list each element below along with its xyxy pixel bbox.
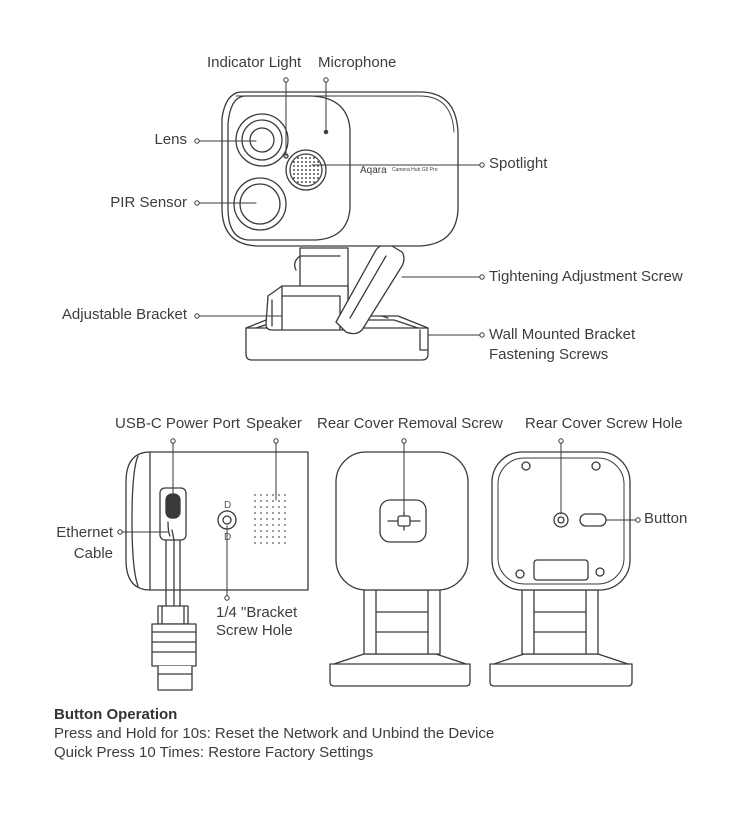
bracket-hole-label-line1: 1/4 "Bracket — [216, 604, 298, 621]
button-operation-line1: Press and Hold for 10s: Reset the Networ… — [54, 725, 495, 742]
wall-bracket-label-line1: Wall Mounted Bracket — [489, 326, 636, 343]
ethernet-label-line1: Ethernet — [56, 524, 113, 541]
usbc-port-label: USB-C Power Port — [115, 415, 241, 432]
button-operation-line2: Quick Press 10 Times: Restore Factory Se… — [54, 744, 374, 761]
rear-cover-screw-hole-label: Rear Cover Screw Hole — [525, 415, 683, 432]
side-leader-lines — [117, 438, 279, 601]
camera-body-drawing — [221, 91, 459, 247]
open-leader-lines — [558, 438, 641, 523]
lens-label: Lens — [154, 131, 187, 148]
adjustable-bracket-drawing — [265, 244, 405, 335]
pir-sensor-label: PIR Sensor — [110, 194, 187, 211]
rear-leader-line — [401, 438, 407, 517]
spotlight-label: Spotlight — [489, 155, 548, 172]
svg-text:D: D — [224, 500, 231, 511]
product-name-text: Camera Hub G5 Pro — [392, 167, 438, 173]
tightening-screw-label: Tightening Adjustment Screw — [489, 268, 683, 285]
button-operation-title: Button Operation — [54, 706, 178, 723]
rear-view-camera — [329, 451, 471, 687]
front-leader-lines — [194, 77, 485, 338]
rear-cover-removal-screw-label: Rear Cover Removal Screw — [317, 415, 503, 432]
front-camera — [221, 91, 459, 361]
rear-open-camera — [489, 451, 633, 687]
adjustable-bracket-label: Adjustable Bracket — [61, 306, 187, 323]
side-view-camera: D D — [125, 451, 309, 691]
bracket-hole-label-line2: Screw Hole — [216, 622, 293, 639]
microphone-label: Microphone — [318, 54, 397, 71]
ethernet-label-line2: Cable — [73, 545, 113, 562]
brand-logo: Aqara — [360, 165, 387, 176]
wall-bracket-label-line2: Fastening Screws — [489, 346, 609, 363]
indicator-light-label: Indicator Light — [207, 54, 302, 71]
svg-text:D: D — [224, 532, 231, 543]
speaker-label: Speaker — [246, 415, 302, 432]
button-label: Button — [644, 510, 688, 527]
